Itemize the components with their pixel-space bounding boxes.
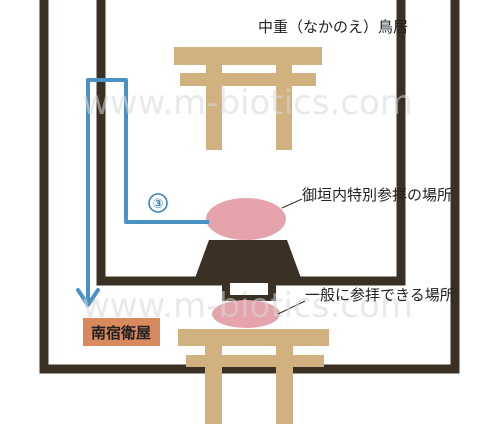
special-worship-area — [206, 198, 286, 240]
general-worship-area-label: 一般に参拝できる場所 — [305, 286, 455, 304]
step-number: ③ — [152, 197, 163, 212]
step-number-circle — [148, 193, 168, 213]
outer-fence — [39, 0, 460, 374]
watermark-top: www.m-biotics.com — [82, 83, 413, 123]
general-worship-area — [212, 300, 280, 328]
watermark-bottom: www.m-biotics.com — [82, 286, 413, 326]
route-arrow — [76, 78, 209, 307]
special-worship-area-label: 御垣内特別参拝の場所 — [302, 186, 452, 204]
guard-station-box — [83, 318, 160, 346]
special-area-callout-line — [281, 198, 303, 209]
shrine-building — [195, 240, 301, 301]
guard-station-label: 南宿衛屋 — [91, 324, 151, 342]
middle-torii — [174, 47, 322, 150]
lower-torii — [178, 329, 329, 424]
general-area-callout-line — [277, 300, 306, 315]
middle-torii-label: 中重（なかのえ）鳥居 — [258, 18, 408, 36]
